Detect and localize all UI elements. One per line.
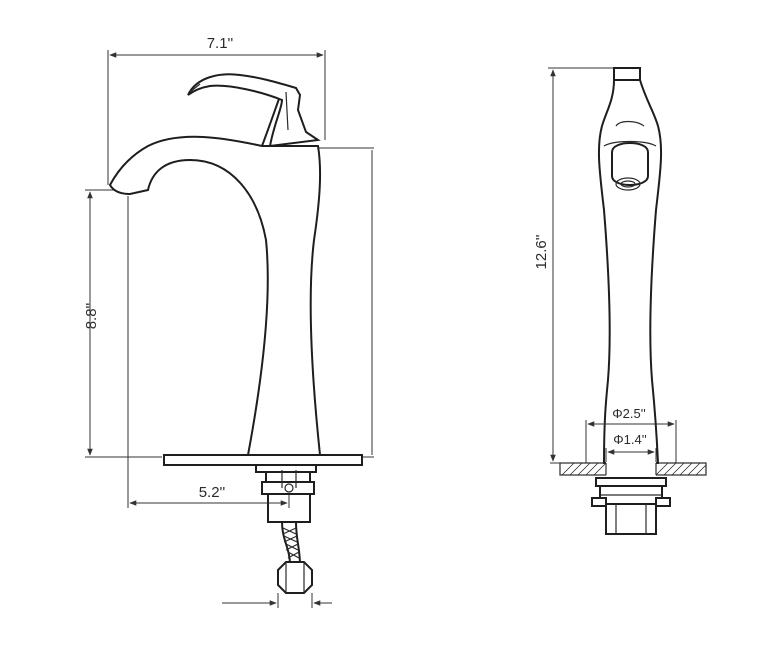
overall-width-label: 7.1'' xyxy=(207,35,234,52)
faucet-front-view: 12.6'' Φ2.5'' Φ1.4'' xyxy=(533,67,707,535)
hole-diameter-label: Φ1.4'' xyxy=(613,432,646,447)
spout-reach-label: 5.2'' xyxy=(199,484,226,501)
spout-height-label: 8.8'' xyxy=(83,303,100,330)
base-diameter-label: Φ2.5'' xyxy=(612,406,645,421)
overall-height-label: 12.6'' xyxy=(533,234,550,269)
faucet-side-view: 7.1'' 8.8'' 5.2'' xyxy=(83,35,374,608)
countertop-hatch xyxy=(561,462,707,476)
